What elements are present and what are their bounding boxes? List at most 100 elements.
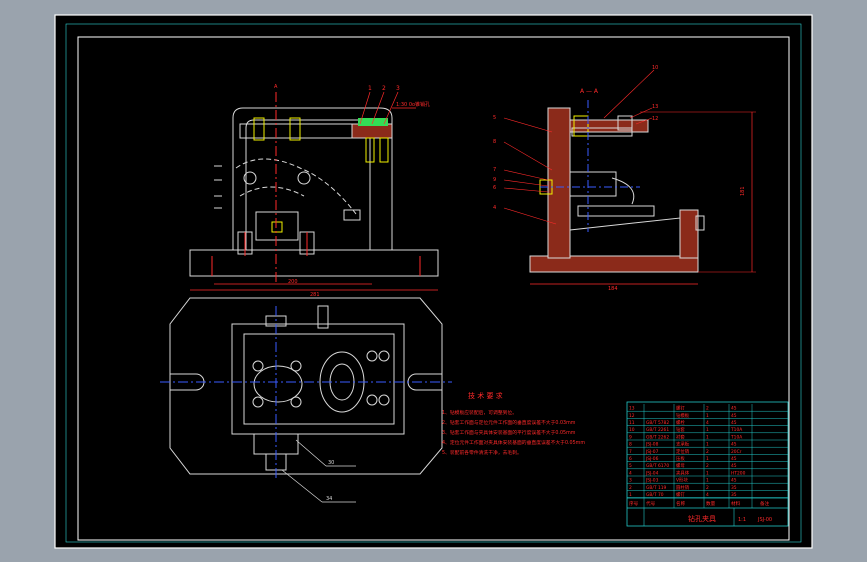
bom-cell-qty: 1 xyxy=(706,478,709,484)
section-dim-height: 181 xyxy=(740,186,746,196)
bom-cell-code: GB/T 119 xyxy=(646,485,667,491)
section-callout-7: 7 xyxy=(493,167,496,173)
bom-cell-qty: 1 xyxy=(706,434,709,440)
bom-head-code: 代号 xyxy=(646,500,656,507)
bom-cell-mat: 35 xyxy=(731,485,737,491)
top-base-outline xyxy=(169,297,443,475)
drawing-frame-inner-border xyxy=(77,36,790,541)
bom-cell-seq: 6 xyxy=(629,456,632,462)
section-end-block-hatched xyxy=(679,209,699,259)
top-bolt-hole-6 xyxy=(378,350,390,362)
bom-cell-code: GB/T 2261 xyxy=(646,427,669,433)
front-dim-inner: 200 xyxy=(288,279,298,285)
section-callout-10: 10 xyxy=(652,65,658,71)
bom-cell-seq: 11 xyxy=(629,420,635,426)
section-leader-6 xyxy=(503,187,549,193)
bom-cell-seq: 3 xyxy=(629,478,632,484)
front-leader-1 xyxy=(359,91,371,125)
front-dim-outer: 281 xyxy=(310,292,320,298)
section-callout-9: 9 xyxy=(493,177,496,183)
front-leader-2 xyxy=(371,91,385,125)
title-drawing-code: JSJ-00 xyxy=(757,517,772,523)
title-block-frame xyxy=(626,401,789,527)
section-leader-8 xyxy=(503,141,553,171)
section-callout-8: 8 xyxy=(493,139,496,145)
bom-cell-mat: T10A xyxy=(730,434,742,440)
front-callout-1: 1 xyxy=(368,85,372,92)
top-post xyxy=(317,305,329,329)
bom-head-name: 名称 xyxy=(676,500,686,507)
bom-head-qty: 数量 xyxy=(706,500,716,507)
front-bolt-4 xyxy=(379,137,389,163)
section-leader-5 xyxy=(503,117,553,133)
front-callout-3: 3 xyxy=(396,85,400,92)
tech-req-line-4: 4、定位元件工作面对夹具体安装基面的垂直度误差不大于0.05mm xyxy=(442,439,585,446)
front-bolt-1 xyxy=(253,117,265,141)
bom-cell-mat: 45 xyxy=(731,420,737,426)
front-pin-left xyxy=(243,171,257,185)
front-bolt-3 xyxy=(365,137,375,163)
section-clamp-rod xyxy=(577,205,655,217)
bom-cell-seq: 12 xyxy=(629,413,635,419)
front-drill-plate-section xyxy=(351,123,393,139)
bom-cell-code: JSJ-08 xyxy=(645,442,659,448)
section-view[interactable] xyxy=(503,69,756,285)
bom-head-mat: 材料 xyxy=(731,500,741,507)
top-callout-30: 30 xyxy=(328,460,334,466)
bom-cell-mat: 45 xyxy=(731,463,737,469)
bom-cell-qty: 1 xyxy=(706,442,709,448)
top-leader-34 xyxy=(281,469,323,503)
bom-cell-name: 夹具体 xyxy=(676,469,690,476)
front-callout-2: 2 xyxy=(382,85,386,92)
top-view[interactable] xyxy=(160,297,452,503)
bom-cell-qty: 1 xyxy=(706,427,709,433)
front-upright-body xyxy=(232,107,393,250)
bom-cell-mat: 45 xyxy=(731,406,737,412)
section-leader-12 xyxy=(635,117,653,125)
section-callout-4: 4 xyxy=(493,205,496,211)
bom-cell-qty: 4 xyxy=(706,420,709,426)
front-section-mark: A xyxy=(274,84,278,90)
section-bushing xyxy=(573,115,589,137)
top-bolt-hole-3 xyxy=(252,396,264,408)
tech-req-line-5: 5、装配前各零件清洗干净，去毛刺。 xyxy=(442,449,522,456)
bom-cell-mat: HT200 xyxy=(731,470,746,476)
bom-cell-qty: 2 xyxy=(706,449,709,455)
bom-cell-name: 螺母 xyxy=(676,462,685,469)
section-dim-width: 184 xyxy=(608,286,618,292)
bom-head-seq: 序号 xyxy=(629,500,639,507)
bom-cell-name: 螺钉 xyxy=(676,491,685,498)
bom-cell-name: V形块 xyxy=(676,477,688,484)
section-leader-7 xyxy=(503,169,549,181)
bom-cell-seq: 10 xyxy=(629,427,635,433)
front-side-arm xyxy=(343,209,361,221)
bom-cell-mat: 45 xyxy=(731,442,737,448)
bom-cell-name: 螺钉 xyxy=(676,405,685,412)
section-callout-5: 5 xyxy=(493,115,496,121)
tech-req-title: 技 术 要 求 xyxy=(468,391,503,400)
top-bolt-hole-7 xyxy=(366,394,378,406)
bom-cell-mat: 45 xyxy=(731,413,737,419)
top-bolt-hole-5 xyxy=(366,350,378,362)
front-workpiece-hidden-2 xyxy=(239,186,305,197)
title-drawing-name: 钻孔夹具 xyxy=(688,514,716,523)
bom-cell-seq: 4 xyxy=(629,470,632,476)
top-body-inner xyxy=(243,333,395,425)
top-bolt-hole-1 xyxy=(252,360,264,372)
front-view[interactable] xyxy=(189,91,439,291)
bom-cell-name: 压板 xyxy=(676,455,685,462)
front-locating-block xyxy=(255,211,299,241)
bom-cell-qty: 1 xyxy=(706,470,709,476)
bom-cell-seq: 8 xyxy=(629,442,632,448)
bom-cell-code: JSJ-06 xyxy=(645,456,659,462)
section-upright-hatched xyxy=(547,107,571,259)
front-taper-pin-note: 1:30 0o锥销孔 xyxy=(396,101,430,108)
technical-requirements: 技 术 要 求 1、钻模板应装配后，可调整到位。 2、钻套工作面与定位元件工作面… xyxy=(442,391,585,456)
top-bolt-hole-4 xyxy=(290,396,302,408)
bom-cell-seq: 5 xyxy=(629,463,632,469)
bom-cell-name: 定位销 xyxy=(676,448,690,455)
section-workpiece xyxy=(569,171,617,197)
title-scale: 1:1 xyxy=(738,517,746,523)
